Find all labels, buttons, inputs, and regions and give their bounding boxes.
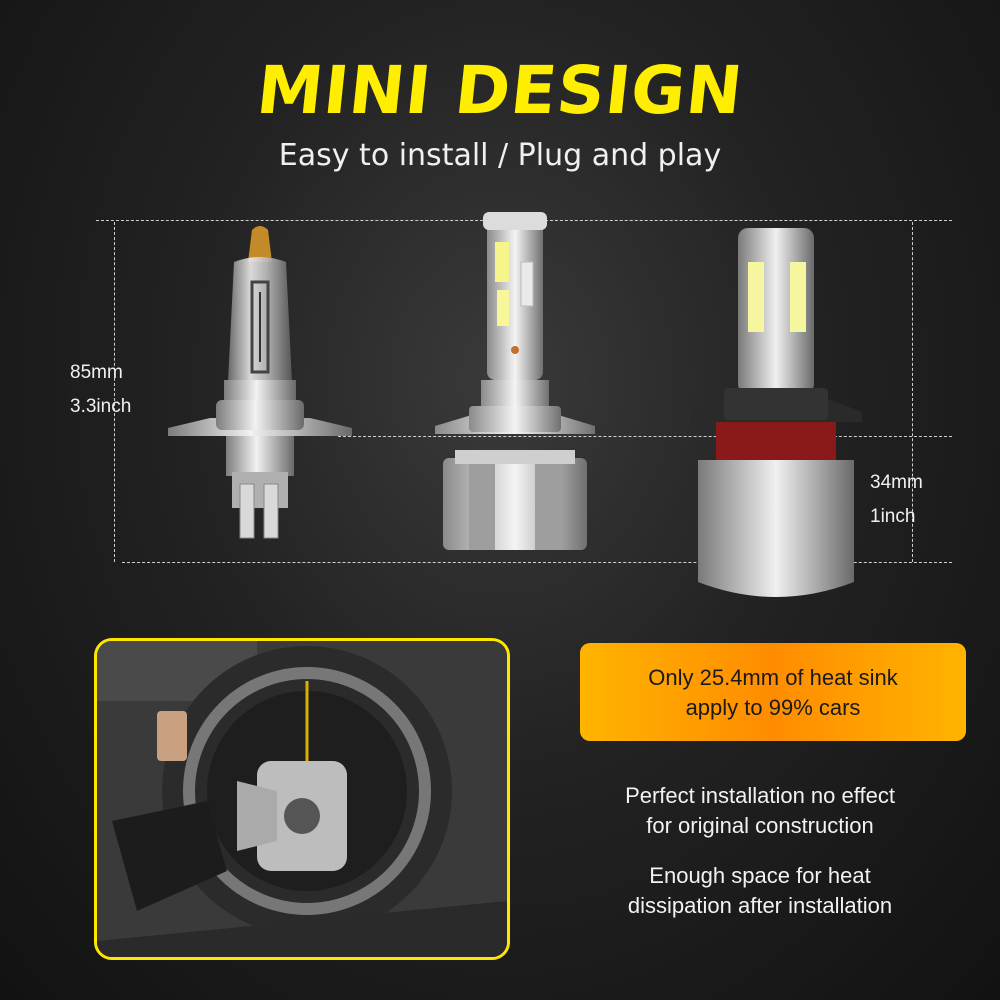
page-title: MINI DESIGN — [253, 52, 747, 129]
headlight-installation-photo-icon — [97, 641, 507, 957]
standard-led-bulb-icon — [690, 228, 862, 597]
heat-sink-inch: 1inch — [870, 506, 916, 527]
left-height-guide — [114, 222, 115, 562]
halogen-bulb-icon — [168, 226, 352, 539]
note-1-line-2: for original construction — [646, 813, 874, 838]
heat-sink-guide-line — [338, 436, 952, 437]
height-dimension-label: 85mm 3.3inch — [70, 356, 131, 424]
installation-photo-panel — [94, 638, 510, 960]
heat-sink-dimension-label: 34mm 1inch — [870, 466, 923, 534]
heat-sink-callout: Only 25.4mm of heat sink apply to 99% ca… — [580, 643, 966, 741]
height-mm: 85mm — [70, 362, 123, 383]
note-1-line-1: Perfect installation no effect — [625, 783, 895, 808]
bottom-guide-line — [122, 562, 952, 563]
height-inch: 3.3inch — [70, 396, 132, 417]
heat-sink-mm: 34mm — [870, 472, 923, 493]
right-height-guide — [912, 222, 913, 562]
installation-note-1: Perfect installation no effect for origi… — [560, 781, 960, 841]
note-2-line-1: Enough space for heat — [649, 863, 871, 888]
mini-led-bulb-icon — [435, 212, 595, 550]
callout-line-1: Only 25.4mm of heat sink — [648, 665, 898, 690]
page-subtitle: Easy to install / Plug and play — [278, 138, 722, 173]
note-2-line-2: dissipation after installation — [627, 893, 893, 918]
installation-note-2: Enough space for heat dissipation after … — [560, 861, 960, 921]
callout-line-2: apply to 99% cars — [685, 695, 861, 720]
